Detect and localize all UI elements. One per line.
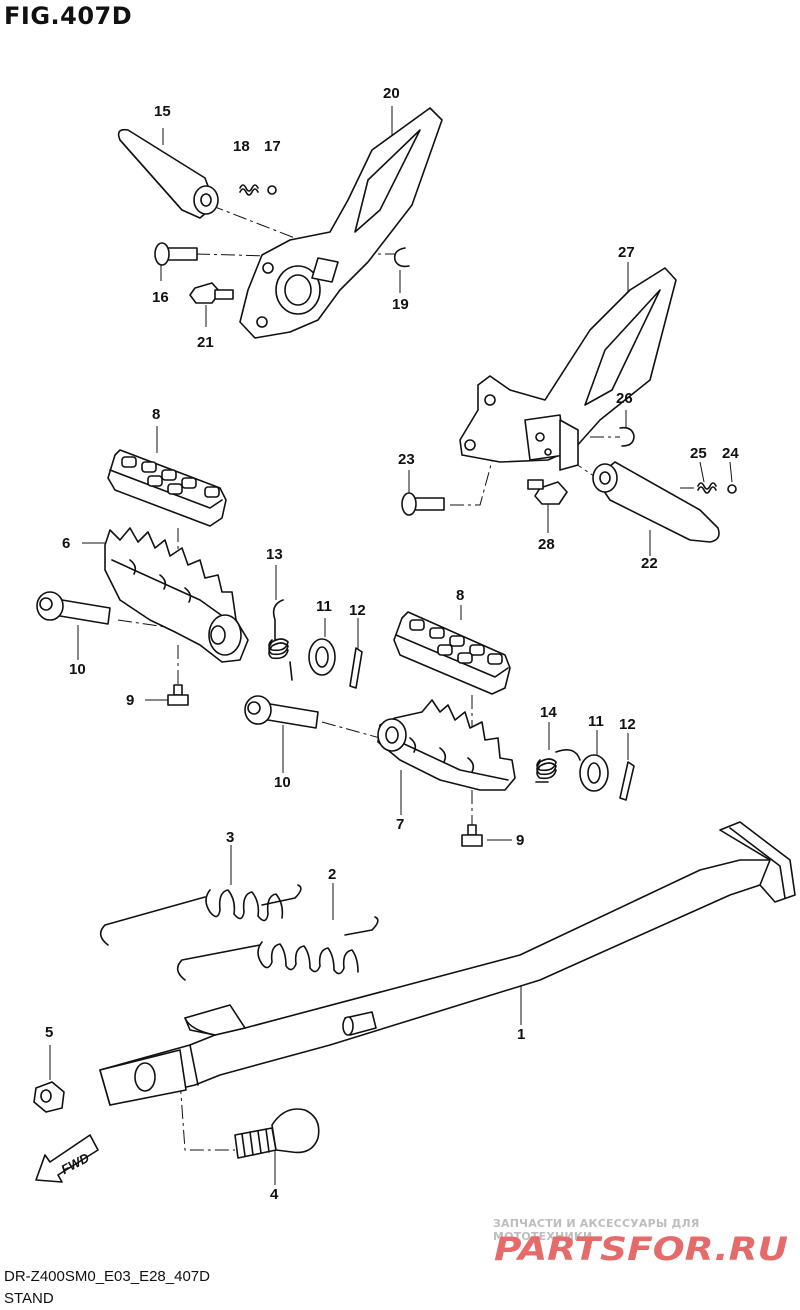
callout-11-left: 11: [316, 598, 332, 615]
callout-9-right: 9: [516, 832, 525, 849]
detent-spring-upper: [239, 184, 259, 196]
callout-27: 27: [618, 244, 635, 261]
callout-1: 1: [517, 1026, 526, 1043]
callout-3: 3: [226, 829, 235, 846]
section-title: STAND: [4, 1290, 54, 1307]
footrest-right: [377, 699, 516, 791]
footpeg-pin-upper: [154, 242, 198, 266]
callout-12-left: 12: [349, 602, 366, 619]
callout-19: 19: [392, 296, 409, 313]
spring-stand-2: [176, 916, 379, 981]
cotter-pin-left: [349, 647, 363, 689]
bolt-upper-right: [527, 479, 568, 505]
callout-12-right: 12: [619, 716, 636, 733]
leader-lines: [49, 106, 733, 1185]
footrest-rubber-right: [393, 611, 511, 695]
callout-18: 18: [233, 138, 250, 155]
callout-15: 15: [154, 103, 171, 120]
footpeg-pin-right: [401, 492, 445, 516]
spring-stand-3: [99, 884, 302, 946]
callout-23: 23: [398, 451, 415, 468]
washer-right: [579, 754, 609, 792]
callout-8-right: 8: [456, 587, 465, 604]
callout-6: 6: [62, 535, 71, 552]
callout-7: 7: [396, 816, 405, 833]
washer-left: [308, 638, 336, 676]
callout-10-left: 10: [69, 661, 86, 678]
side-stand: [99, 821, 796, 1106]
detent-spring-right: [697, 482, 717, 494]
clip-upper-right: [619, 426, 635, 447]
callout-9-left: 9: [126, 692, 135, 709]
cotter-pin-right: [619, 761, 635, 801]
callout-22: 22: [641, 555, 658, 572]
footpeg-bracket-right: [459, 267, 677, 471]
footrest-pin-right: [244, 695, 319, 729]
callout-24: 24: [722, 445, 739, 462]
callout-13: 13: [266, 546, 283, 563]
fwd-arrow-icon: FWD: [35, 1134, 99, 1183]
footrest-pin-left: [36, 591, 111, 625]
model-code: DR-Z400SM0_E03_E28_407D: [4, 1268, 210, 1285]
callout-16: 16: [152, 289, 169, 306]
spring-footrest-left: [268, 599, 293, 681]
callout-26: 26: [616, 390, 633, 407]
spring-footrest-right: [535, 749, 581, 783]
callout-14: 14: [540, 704, 557, 721]
bolt-footrest-left: [167, 684, 189, 706]
clip-upper-left: [393, 247, 410, 268]
footrest-rubber-left: [107, 449, 227, 527]
callout-25: 25: [690, 445, 707, 462]
callout-4: 4: [270, 1186, 279, 1203]
stand-nut: [33, 1081, 65, 1113]
stand-bolt: [234, 1108, 320, 1159]
detent-ball-upper: [267, 185, 277, 195]
callout-28: 28: [538, 536, 555, 553]
callout-10-right: 10: [274, 774, 291, 791]
footpeg-bracket-left: [239, 107, 443, 339]
callout-20: 20: [383, 85, 400, 102]
bolt-footrest-right: [461, 824, 483, 847]
watermark-logo-text: PARTSFOR.RU: [494, 1232, 788, 1264]
footrest-left: [104, 527, 249, 663]
bolt-upper-left: [189, 282, 234, 304]
watermark-tagline: ЗАПЧАСТИ И АКСЕССУАРЫ ДЛЯ МОТОТЕХНИКИ: [493, 1217, 700, 1243]
callout-11-right: 11: [588, 713, 604, 730]
watermark-logo: PARTSFOR.RU: [494, 1232, 788, 1264]
footpeg-left-upper: [117, 128, 219, 219]
callout-2: 2: [328, 866, 337, 883]
callout-21: 21: [197, 334, 214, 351]
figure-title: FIG.407D: [4, 2, 133, 30]
footpeg-right-upper: [592, 461, 720, 543]
detent-ball-right: [727, 484, 737, 494]
callout-8-left: 8: [152, 406, 161, 423]
callout-5: 5: [45, 1024, 54, 1041]
callout-17: 17: [264, 138, 281, 155]
